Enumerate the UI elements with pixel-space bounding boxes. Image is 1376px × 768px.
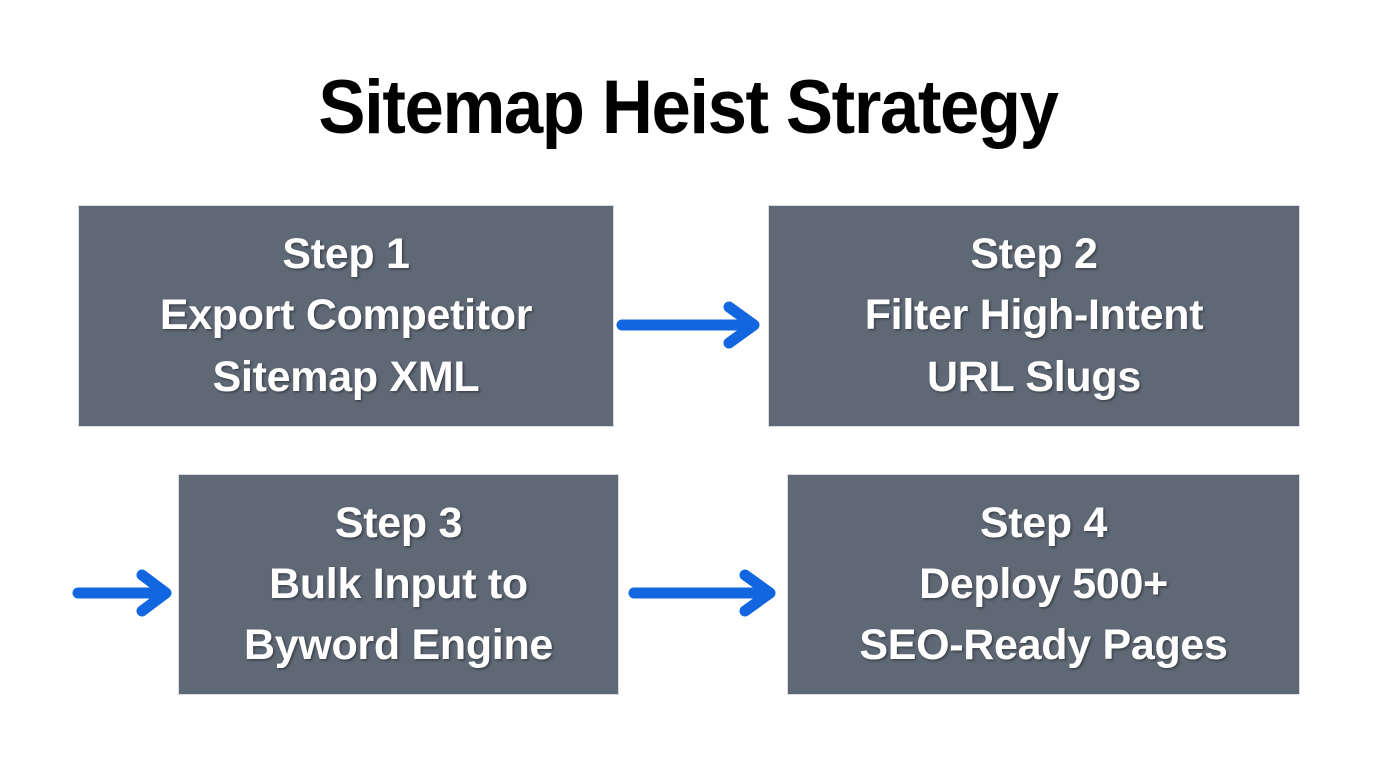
arrow-right-icon-step3-to-step4	[628, 568, 780, 618]
step-2-heading: Step 2	[970, 230, 1098, 279]
step-3-line-2: Bulk Input to	[269, 559, 528, 608]
step-3-line-3: Byword Engine	[243, 621, 554, 670]
step-1-line-2: Export Competitor	[159, 291, 533, 340]
step-4-line-3: SEO-Ready Pages	[859, 621, 1228, 670]
step-1-line-3: Sitemap XML	[212, 352, 480, 401]
step-box-3[interactable]: Step 3 Bulk Input to Byword Engine	[178, 474, 619, 695]
step-3-heading: Step 3	[334, 498, 463, 547]
step-box-4[interactable]: Step 4 Deploy 500+ SEO-Ready Pages	[787, 474, 1300, 695]
step-2-line-3: URL Slugs	[927, 352, 1141, 401]
step-box-1[interactable]: Step 1 Export Competitor Sitemap XML	[78, 205, 614, 427]
step-box-2[interactable]: Step 2 Filter High-Intent URL Slugs	[768, 205, 1300, 427]
arrow-right-icon-into-step3	[72, 568, 176, 618]
step-2-line-2: Filter High-Intent	[864, 291, 1204, 340]
arrow-right-icon-step1-to-step2	[616, 300, 764, 350]
page-title: Sitemap Heist Strategy	[318, 65, 1059, 150]
step-4-heading: Step 4	[979, 498, 1108, 547]
step-1-heading: Step 1	[282, 230, 410, 279]
step-4-line-2: Deploy 500+	[919, 559, 1168, 608]
